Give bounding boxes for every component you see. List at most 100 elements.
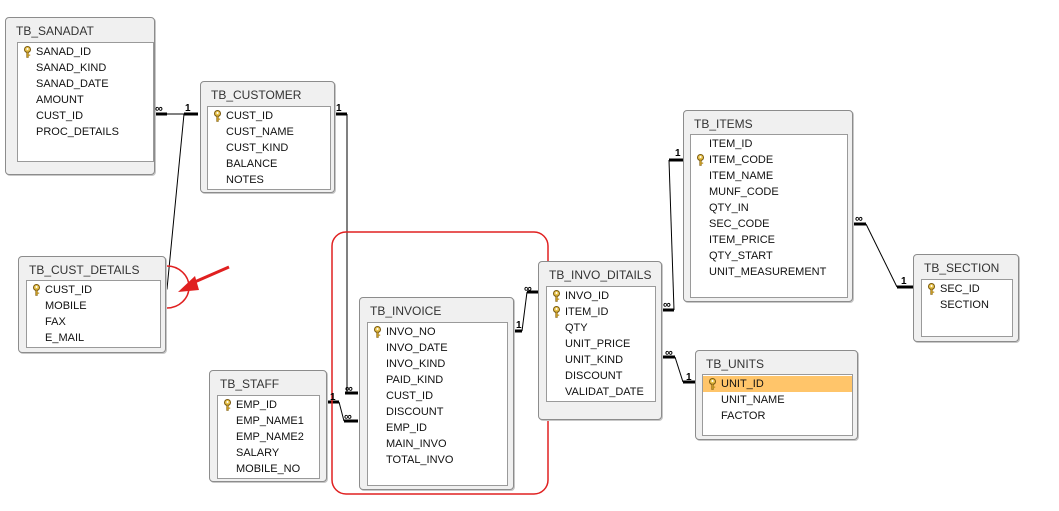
field-row[interactable]: UNIT_ID: [703, 376, 852, 392]
field-row[interactable]: DISCOUNT: [547, 368, 655, 384]
field-row[interactable]: MAIN_INVO: [368, 436, 507, 452]
field-row[interactable]: AMOUNT: [18, 92, 153, 108]
field-row[interactable]: ITEM_ID: [691, 136, 847, 152]
field-row[interactable]: E_MAIL: [27, 330, 160, 346]
table-title[interactable]: TB_CUSTOMER: [211, 88, 302, 102]
field-row[interactable]: TOTAL_INVO: [368, 452, 507, 468]
field-row[interactable]: UNIT_KIND: [547, 352, 655, 368]
field-row[interactable]: SEC_ID: [922, 281, 1012, 297]
field-row[interactable]: VALIDAT_DATE: [547, 384, 655, 400]
field-row[interactable]: ITEM_PRICE: [691, 232, 847, 248]
field-row[interactable]: ITEM_CODE: [691, 152, 847, 168]
field-row[interactable]: EMP_NAME1: [218, 413, 319, 429]
field-row[interactable]: CUST_KIND: [208, 140, 330, 156]
field-row[interactable]: PAID_KIND: [368, 372, 507, 388]
field-name: CUST_ID: [386, 390, 434, 402]
relationship-line-staff-invoice: [338, 401, 345, 422]
field-row[interactable]: NOTES: [208, 172, 330, 188]
cardinality-many-label: ∞: [665, 347, 673, 359]
field-name: ITEM_PRICE: [709, 234, 776, 246]
cardinality-many-label: ∞: [855, 213, 863, 225]
field-row[interactable]: ITEM_NAME: [691, 168, 847, 184]
field-row[interactable]: QTY_START: [691, 248, 847, 264]
cardinality-one-label: 1: [336, 103, 342, 114]
field-name: UNIT_PRICE: [565, 338, 631, 350]
field-row[interactable]: SALARY: [218, 445, 319, 461]
field-row[interactable]: INVO_ID: [547, 288, 655, 304]
field-row[interactable]: SANAD_ID: [18, 44, 153, 60]
field-row[interactable]: FACTOR: [703, 408, 852, 424]
table-title[interactable]: TB_ITEMS: [694, 117, 753, 131]
field-row[interactable]: UNIT_MEASUREMENT: [691, 264, 847, 280]
field-name: INVO_DATE: [386, 342, 448, 354]
table-title[interactable]: TB_SECTION: [924, 261, 1000, 275]
table-title[interactable]: TB_CUST_DETAILS: [29, 263, 140, 277]
field-row[interactable]: QTY_IN: [691, 200, 847, 216]
field-row[interactable]: CUST_NAME: [208, 124, 330, 140]
field-row[interactable]: EMP_ID: [218, 397, 319, 413]
cardinality-one-label: 1: [901, 276, 907, 287]
field-row[interactable]: INVO_KIND: [368, 356, 507, 372]
table-title[interactable]: TB_STAFF: [220, 377, 280, 391]
field-name: CUST_NAME: [226, 126, 294, 138]
field-row[interactable]: SANAD_KIND: [18, 60, 153, 76]
field-row[interactable]: SEC_CODE: [691, 216, 847, 232]
field-row[interactable]: INVO_DATE: [368, 340, 507, 356]
cardinality-one-label: 1: [675, 148, 681, 159]
cardinality-many-label: ∞: [524, 283, 532, 295]
field-row[interactable]: SANAD_DATE: [18, 76, 153, 92]
relationship-line-invoditails-units: [674, 356, 684, 383]
table-title[interactable]: TB_INVO_DITAILS: [549, 268, 652, 282]
field-name: ITEM_NAME: [709, 170, 774, 182]
field-name: CUST_ID: [226, 110, 274, 122]
field-name: MOBILE: [45, 300, 87, 312]
field-list[interactable]: UNIT_ID UNIT_NAME FACTOR: [702, 374, 853, 436]
field-row[interactable]: MOBILE: [27, 298, 160, 314]
field-row[interactable]: QTY: [547, 320, 655, 336]
field-row[interactable]: FAX: [27, 314, 160, 330]
field-row[interactable]: CUST_ID: [208, 108, 330, 124]
field-row[interactable]: CUST_ID: [27, 282, 160, 298]
field-row[interactable]: MUNF_CODE: [691, 184, 847, 200]
field-name: UNIT_NAME: [721, 394, 785, 406]
field-name: PROC_DETAILS: [36, 126, 119, 138]
table-title[interactable]: TB_INVOICE: [370, 304, 442, 318]
field-row[interactable]: ITEM_ID: [547, 304, 655, 320]
field-row[interactable]: PROC_DETAILS: [18, 124, 153, 140]
field-row[interactable]: MOBILE_NO: [218, 461, 319, 477]
field-row[interactable]: SECTION: [922, 297, 1012, 313]
field-name: FACTOR: [721, 410, 766, 422]
table-title[interactable]: TB_UNITS: [706, 357, 765, 371]
field-row[interactable]: CUST_ID: [368, 388, 507, 404]
field-row[interactable]: EMP_NAME2: [218, 429, 319, 445]
field-name: EMP_NAME1: [236, 415, 304, 427]
field-row[interactable]: CUST_ID: [18, 108, 153, 124]
field-row[interactable]: INVO_NO: [368, 324, 507, 340]
field-row[interactable]: EMP_ID: [368, 420, 507, 436]
field-name: EMP_NAME2: [236, 431, 304, 443]
field-row[interactable]: UNIT_NAME: [703, 392, 852, 408]
field-row[interactable]: UNIT_PRICE: [547, 336, 655, 352]
field-name: QTY_IN: [709, 202, 749, 214]
table-units[interactable]: TB_UNITS UNIT_ID UNIT_NAME FACTOR: [695, 350, 858, 440]
field-row[interactable]: DISCOUNT: [368, 404, 507, 420]
table-title[interactable]: TB_SANADAT: [16, 24, 94, 38]
field-row[interactable]: BALANCE: [208, 156, 330, 172]
